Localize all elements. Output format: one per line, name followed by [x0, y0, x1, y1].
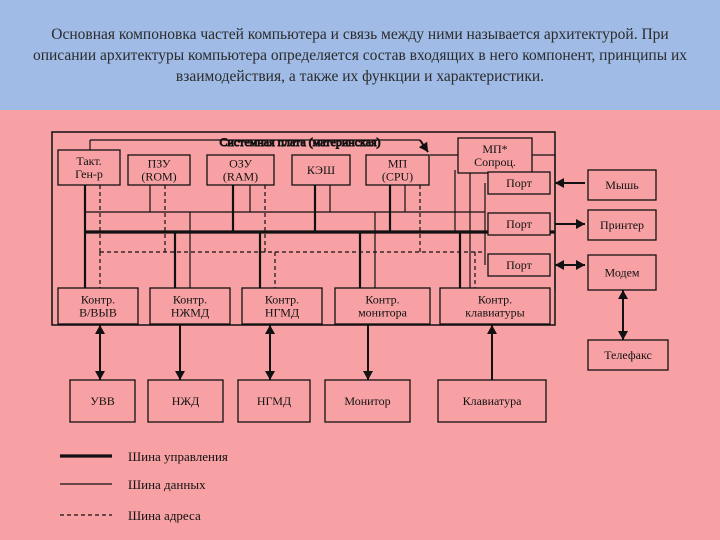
box-rom: ПЗУ(ROM) — [127, 154, 191, 186]
box-monitor: Монитор — [324, 379, 411, 423]
box-port2: Порт — [487, 212, 551, 236]
box-ram: ОЗУ(RAM) — [206, 154, 275, 186]
arrow-head — [363, 371, 373, 380]
box-ctrl-kbd: Контр.клавиатуры — [439, 287, 551, 325]
box-ctrl-io: Контр.В/ВЫВ — [57, 287, 139, 325]
box-cpu: МП(CPU) — [365, 154, 430, 186]
box-ctrl-fdd: Контр.НЖМД — [149, 287, 231, 325]
box-tact: Такт.Ген-р — [57, 149, 121, 186]
box-port2-label-0: Порт — [506, 217, 533, 231]
box-ram-label-0: ОЗУ — [229, 157, 252, 171]
arrow-head — [175, 371, 185, 380]
box-modem-label-0: Модем — [604, 266, 639, 280]
arrow-head — [576, 260, 585, 270]
arrow-head — [265, 371, 275, 380]
box-ngmd: НГМД — [237, 379, 311, 423]
box-fax-label-0: Телефакс — [604, 348, 652, 362]
box-keyboard: Клавиатура — [437, 379, 547, 423]
box-cache-label-0: КЭШ — [307, 163, 335, 177]
arrow-head — [576, 219, 585, 229]
arrow-head — [95, 371, 105, 380]
box-ctrl-hdd-label-1: НГМД — [265, 306, 299, 320]
box-mouse: Мышь — [587, 169, 657, 201]
arrow-head — [555, 260, 564, 270]
box-port1-label-0: Порт — [506, 176, 533, 190]
arrow-head — [618, 331, 628, 340]
box-port3-label-0: Порт — [506, 258, 533, 272]
box-mouse-label-0: Мышь — [605, 178, 639, 192]
arrow-head — [95, 325, 105, 334]
box-copro-label-1: Сопроц. — [474, 155, 516, 169]
legend-label-control: Шина управления — [128, 449, 228, 464]
box-tact-label-1: Ген-р — [75, 167, 103, 181]
box-rom-label-0: ПЗУ — [148, 157, 171, 171]
box-ctrl-io-label-1: В/ВЫВ — [79, 306, 117, 320]
box-ctrl-fdd-label-1: НЖМД — [171, 306, 209, 320]
box-printer: Принтер — [587, 209, 657, 241]
box-ctrl-io-label-0: Контр. — [81, 293, 115, 307]
system-board-title: Системная плата (материнская) — [219, 135, 380, 149]
box-ram-label-1: (RAM) — [223, 170, 258, 184]
box-ngmd-label-0: НГМД — [257, 394, 291, 408]
box-cpu-label-0: МП — [388, 157, 408, 171]
box-tact-label-0: Такт. — [76, 154, 101, 168]
box-ctrl-hdd-label-0: Контр. — [265, 293, 299, 307]
header-band: Основная компоновка частей компьютера и … — [0, 0, 720, 110]
box-cpu-label-1: (CPU) — [382, 170, 413, 184]
arrow-head — [418, 141, 428, 152]
box-keyboard-label-0: Клавиатура — [463, 394, 523, 408]
box-monitor-label-0: Монитор — [344, 394, 390, 408]
box-ctrl-hdd: Контр.НГМД — [241, 287, 323, 325]
box-port3: Порт — [487, 253, 551, 277]
box-ctrl-mon: Контр.монитора — [334, 287, 431, 325]
box-copro: МП*Сопроц. — [457, 137, 533, 174]
box-ctrl-kbd-label-1: клавиатуры — [465, 306, 524, 320]
box-ctrl-mon-label-0: Контр. — [365, 293, 399, 307]
arrow-head — [265, 325, 275, 334]
box-modem: Модем — [587, 254, 657, 291]
box-copro-label-0: МП* — [482, 142, 507, 156]
box-port1: Порт — [487, 171, 551, 195]
box-cache: КЭШ — [291, 154, 351, 186]
legend-label-data: Шина данных — [128, 477, 206, 492]
box-nzhd-label-0: НЖД — [172, 394, 200, 408]
box-ctrl-fdd-label-0: Контр. — [173, 293, 207, 307]
system-board: Системная плата (материнская) — [51, 131, 556, 326]
header-text: Основная компоновка частей компьютера и … — [32, 26, 688, 85]
box-uvv: УВВ — [69, 379, 136, 423]
box-uvv-label-0: УВВ — [90, 394, 115, 408]
box-ctrl-kbd-label-0: Контр. — [478, 293, 512, 307]
arrow-head — [618, 290, 628, 299]
box-nzhd: НЖД — [147, 379, 224, 423]
arrow-head — [555, 178, 564, 188]
box-rom-label-1: (ROM) — [141, 170, 176, 184]
legend-label-address: Шина адреса — [128, 508, 201, 523]
box-ctrl-mon-label-1: монитора — [358, 306, 408, 320]
arrow-head — [487, 325, 497, 334]
box-printer-label-0: Принтер — [600, 218, 644, 232]
box-fax: Телефакс — [587, 339, 669, 371]
